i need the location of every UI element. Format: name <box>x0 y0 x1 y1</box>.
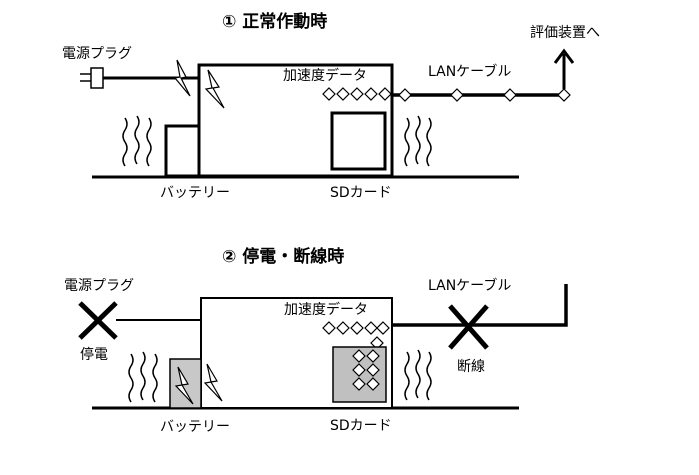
power-plug-label: 電源プラグ <box>62 46 132 62</box>
sd-card-label: SDカード <box>330 418 392 434</box>
power-outage-label: 停電 <box>80 346 108 363</box>
accel-data-label: 加速度データ <box>283 67 367 84</box>
vibration-icon <box>128 351 158 403</box>
data-diamond-icon <box>398 88 571 102</box>
battery-label: バッテリー <box>160 419 230 435</box>
data-diamond-icon <box>322 321 390 350</box>
power-plug-icon <box>80 67 104 89</box>
vibration-icon <box>404 349 432 401</box>
section-normal: ① 正常作動時 電源プラグ 加速度データ SDカード バッテリー <box>62 11 600 201</box>
to-evaluator-label: 評価装置へ <box>530 25 600 41</box>
lightning-icon <box>174 363 223 405</box>
lan-cable-label: LANケーブル <box>428 63 511 80</box>
normal-title: ① 正常作動時 <box>222 11 327 32</box>
up-arrow-icon <box>553 48 575 89</box>
sd-card-box <box>330 111 387 171</box>
cross-mark-icon <box>448 304 489 350</box>
cross-mark-icon <box>78 301 118 340</box>
accel-data-label: 加速度データ <box>284 301 368 318</box>
battery-box <box>164 124 201 178</box>
lightning-icon <box>173 59 225 109</box>
sd-card-label: SDカード <box>330 185 392 201</box>
section-outage: ② 停電・断線時 電源プラグ 停電 加速度データ <box>64 246 568 435</box>
power-plug-label: 電源プラグ <box>64 278 134 294</box>
vibration-icon <box>404 115 432 167</box>
outage-title: ② 停電・断線時 <box>222 246 344 267</box>
battery-label: バッテリー <box>160 185 230 201</box>
data-diamond-icon <box>322 87 392 101</box>
vibration-icon <box>122 115 152 167</box>
data-diamond-icon <box>352 349 380 391</box>
lan-cable <box>392 284 568 327</box>
lan-cable-label: LANケーブル <box>428 277 511 294</box>
disconnection-label: 断線 <box>457 359 485 375</box>
